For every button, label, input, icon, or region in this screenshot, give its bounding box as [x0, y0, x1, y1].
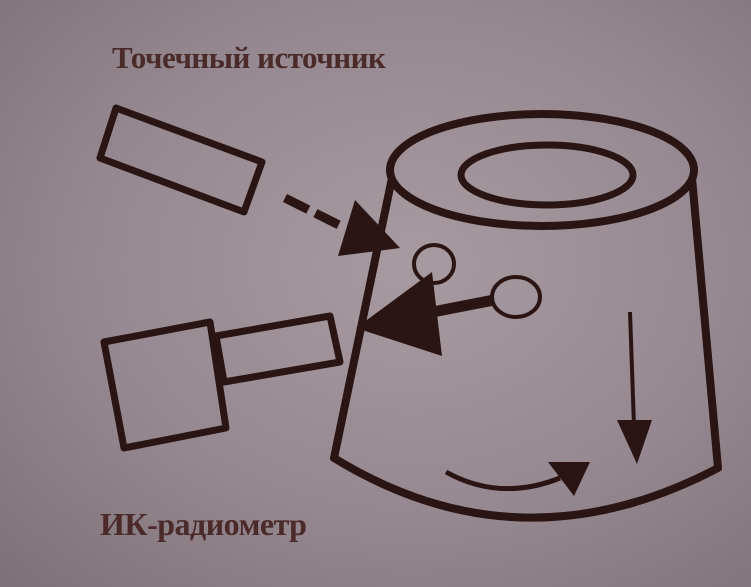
source-beam-line: [282, 193, 348, 233]
emission-arrowhead: [356, 272, 442, 356]
radiometer-body: [100, 318, 230, 452]
cylinder-top: [386, 110, 698, 230]
point-source-box: [96, 104, 266, 216]
translation-arrow-line: [628, 311, 636, 427]
cylinder-hole: [457, 141, 637, 209]
heat-spot-upper: [412, 243, 456, 285]
rotation-arrowhead: [548, 462, 590, 496]
source-beam-arrowhead: [338, 200, 400, 256]
translation-arrowhead: [617, 420, 652, 464]
rotation-arrow-path: [444, 469, 561, 492]
cylinder-body: [330, 177, 722, 522]
heat-spot-right: [490, 275, 542, 319]
radiometer-tube: [212, 312, 344, 386]
ir-radiometer-label: ИК-радиометр: [100, 506, 307, 542]
point-source-label: Точечный источник: [112, 40, 386, 75]
